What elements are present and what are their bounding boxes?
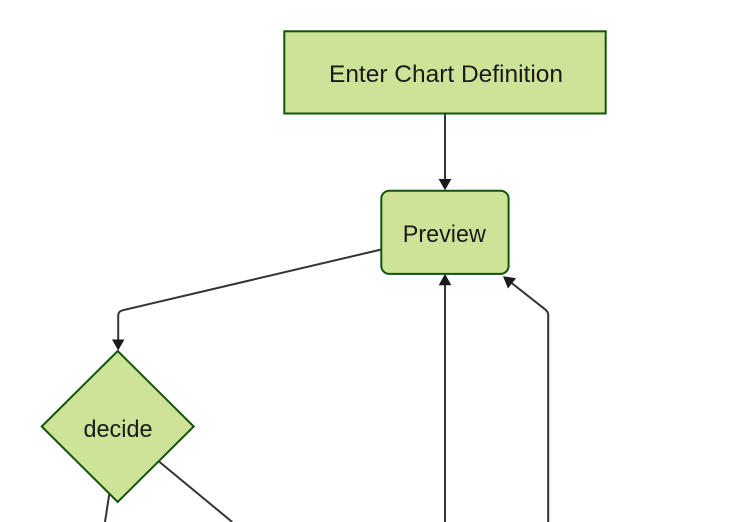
svg-text:Enter Chart Definition: Enter Chart Definition	[329, 61, 563, 88]
svg-text:Preview: Preview	[403, 221, 487, 248]
svg-text:decide: decide	[84, 416, 153, 443]
